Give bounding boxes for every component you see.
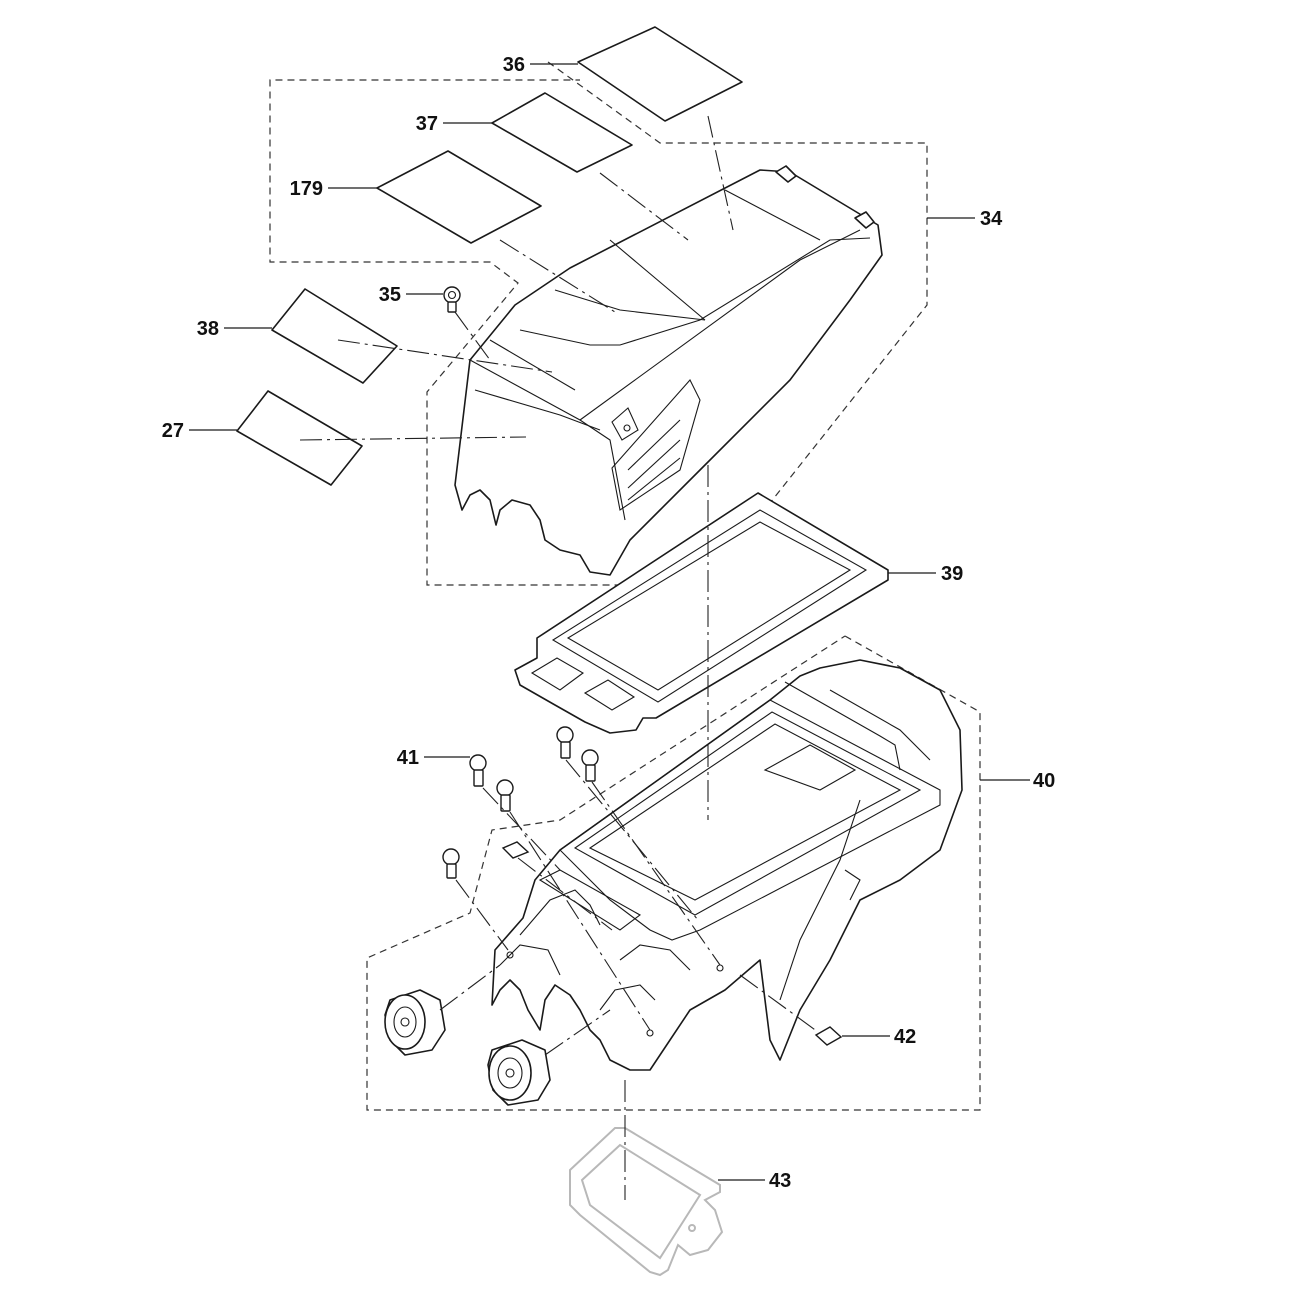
ref-label-34: 34 xyxy=(980,208,1003,230)
bolt-41-a[interactable] xyxy=(469,754,487,787)
decal-36[interactable] xyxy=(577,26,743,122)
decal-179[interactable] xyxy=(376,150,542,244)
bolt-41-b[interactable] xyxy=(556,726,574,759)
ref-label-40: 40 xyxy=(1033,770,1055,792)
ref-label-42: 42 xyxy=(894,1026,916,1048)
axis-27 xyxy=(299,436,527,441)
axis-bolt-c xyxy=(591,781,721,966)
air-filter[interactable] xyxy=(514,492,889,734)
top-cover[interactable] xyxy=(454,165,883,576)
axis-179 xyxy=(499,239,616,313)
decal-27[interactable] xyxy=(236,390,363,486)
ref-label-38: 38 xyxy=(197,318,219,340)
lower-housing[interactable] xyxy=(491,659,963,1071)
ref-label-36: 36 xyxy=(503,54,525,76)
ref-label-41: 41 xyxy=(397,747,419,769)
axis-nut-a xyxy=(517,857,613,931)
housing-assembly-group-outline xyxy=(366,635,981,1111)
ref-label-35: 35 xyxy=(379,284,401,306)
axis-bolt-d xyxy=(509,811,651,1031)
axis-35 xyxy=(454,311,491,361)
axis-37 xyxy=(599,172,689,241)
ref-label-39: 39 xyxy=(941,563,963,585)
ref-label-37: 37 xyxy=(416,113,438,135)
axis-38 xyxy=(337,339,553,373)
axis-fitting-right xyxy=(544,1009,611,1056)
ref-label-43: 43 xyxy=(769,1170,791,1192)
intake-fitting-right[interactable] xyxy=(487,1039,551,1106)
axis-nut-b xyxy=(739,974,819,1033)
intake-fitting-left[interactable] xyxy=(384,989,446,1056)
cover-assembly-group-outline xyxy=(269,61,928,586)
decal-38[interactable] xyxy=(271,288,398,384)
bolt-41-c[interactable] xyxy=(581,749,599,782)
nut-42-b[interactable] xyxy=(814,1026,843,1046)
bolt-41-e[interactable] xyxy=(442,848,460,879)
screw-35[interactable] xyxy=(443,286,461,313)
nut-42-a[interactable] xyxy=(501,841,530,859)
bolt-41-d[interactable] xyxy=(496,779,514,812)
axis-bolt-e xyxy=(455,879,509,951)
ref-label-27: 27 xyxy=(162,420,184,442)
gasket-43[interactable] xyxy=(569,1127,724,1277)
decal-37[interactable] xyxy=(491,92,633,173)
axis-fitting-left xyxy=(439,964,501,1011)
axis-36 xyxy=(707,115,734,231)
ref-label-179: 179 xyxy=(290,178,323,200)
